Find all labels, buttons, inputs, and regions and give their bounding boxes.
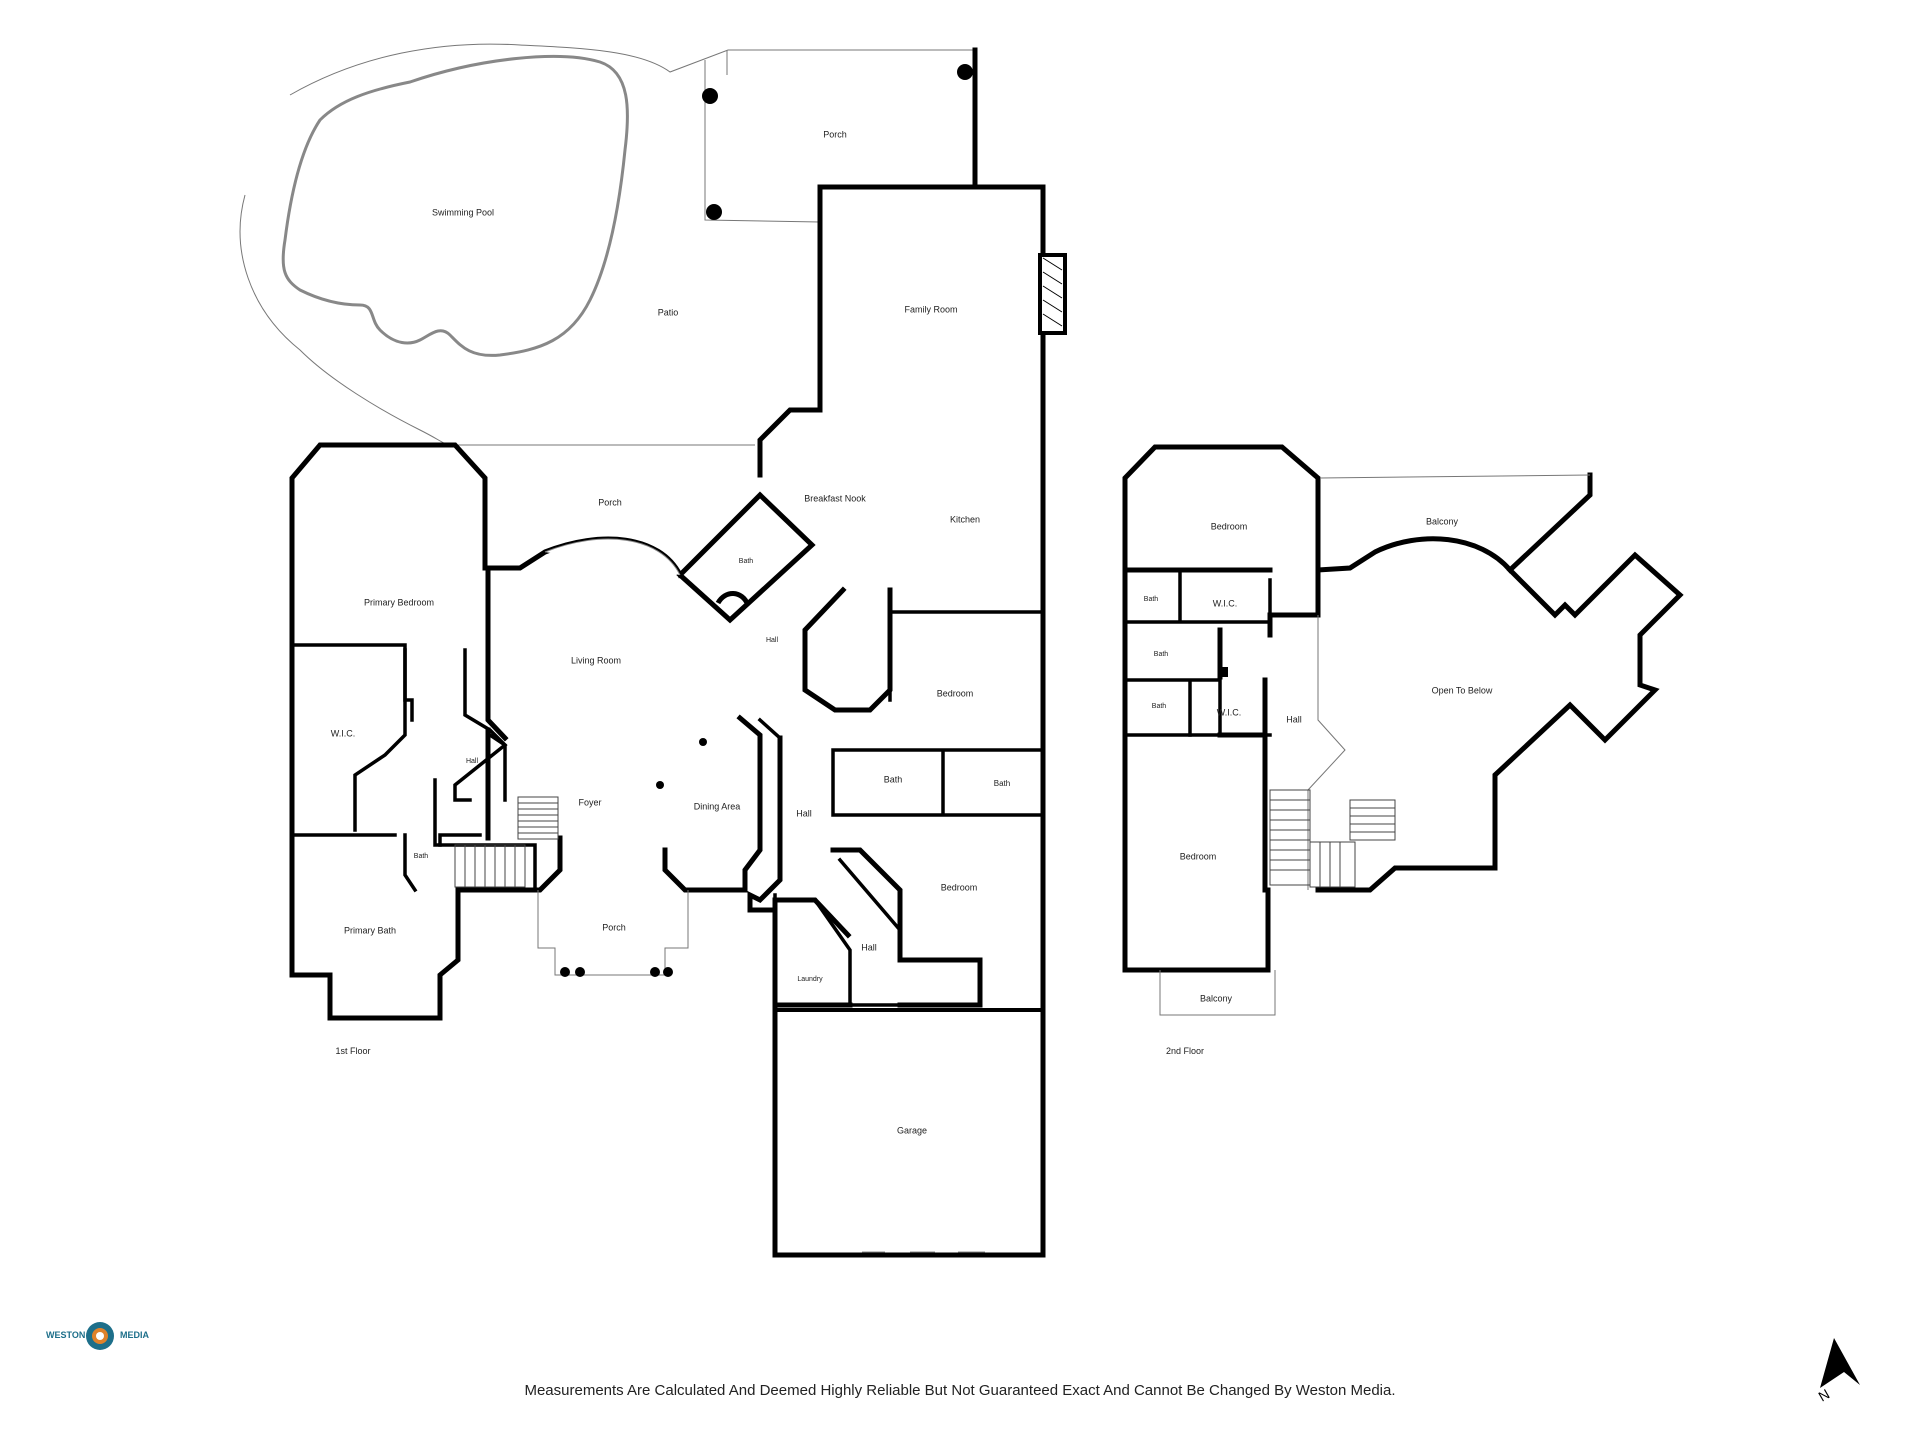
label-living-room: Living Room xyxy=(571,655,621,665)
label-porch-top: Porch xyxy=(823,129,847,139)
label-bedroom-east2: Bedroom xyxy=(941,882,978,892)
label-up-bath2: Bath xyxy=(1154,651,1169,658)
label-up-bath3: Bath xyxy=(1152,703,1167,710)
primary-bedroom-outer xyxy=(289,442,533,1021)
outdoor-outlines xyxy=(239,43,978,446)
label-up-wic1: W.I.C. xyxy=(1213,598,1238,608)
label-dining-area: Dining Area xyxy=(694,801,741,811)
label-porch-mid: Porch xyxy=(598,497,622,507)
label-swimming-pool: Swimming Pool xyxy=(432,207,494,217)
logo-text-right: MEDIA xyxy=(120,1330,149,1340)
label-primary-bath: Primary Bath xyxy=(344,925,396,935)
label-hall-small: Hall xyxy=(466,758,479,765)
label-bath-nook: Bath xyxy=(739,558,754,565)
label-up-wic2: W.I.C. xyxy=(1217,707,1242,717)
label-kitchen: Kitchen xyxy=(950,514,980,524)
label-foyer: Foyer xyxy=(578,797,601,807)
upper-bedrooms-outer xyxy=(1122,444,1593,973)
label-hall-long: Hall xyxy=(796,808,812,818)
room-labels: Porch Swimming Pool Patio Family Room Po… xyxy=(331,129,1493,1135)
label-up-bedroom-top: Bedroom xyxy=(1211,521,1248,531)
aperture-icon xyxy=(86,1322,114,1350)
disclaimer-text: Measurements Are Calculated And Deemed H… xyxy=(524,1382,1396,1399)
label-hall-center: Hall xyxy=(766,637,779,644)
label-laundry: Laundry xyxy=(797,976,823,983)
family-kitchen-outer xyxy=(772,184,1046,1258)
swimming-pool-outline xyxy=(281,55,629,357)
label-garage: Garage xyxy=(897,1125,927,1135)
porch-top-outline xyxy=(704,60,821,223)
north-arrow-icon: N xyxy=(1816,1338,1860,1405)
label-bath-b: Bath xyxy=(994,779,1010,788)
label-up-open-below: Open To Below xyxy=(1432,685,1493,695)
label-up-balcony-top: Balcony xyxy=(1426,516,1459,526)
label-up-bath1: Bath xyxy=(1144,596,1159,603)
pool-deck-outline xyxy=(239,43,976,446)
label-bath-a: Bath xyxy=(884,774,903,784)
label-patio: Patio xyxy=(658,307,679,317)
label-breakfast-nook: Breakfast Nook xyxy=(804,493,866,503)
label-up-hall: Hall xyxy=(1286,714,1302,724)
label-bedroom-east1: Bedroom xyxy=(937,688,974,698)
label-bath-primary-small: Bath xyxy=(414,853,429,860)
logo-text-left: WESTON xyxy=(46,1330,86,1340)
label-primary-bedroom: Primary Bedroom xyxy=(364,597,434,607)
label-wic-first: W.I.C. xyxy=(331,728,356,738)
label-porch-front: Porch xyxy=(602,922,626,932)
weston-media-logo: WESTON MEDIA xyxy=(46,1318,156,1358)
second-floor-walls xyxy=(1122,444,1684,1016)
label-hall-laundry: Hall xyxy=(861,942,877,952)
label-second-floor: 2nd Floor xyxy=(1166,1046,1204,1056)
label-up-bedroom-bottom: Bedroom xyxy=(1180,851,1217,861)
first-floor-walls xyxy=(289,184,1067,1258)
bath-diamond xyxy=(676,491,816,624)
label-first-floor: 1st Floor xyxy=(335,1046,370,1056)
label-family-room: Family Room xyxy=(904,304,957,314)
label-up-balcony-bottom: Balcony xyxy=(1200,993,1233,1003)
